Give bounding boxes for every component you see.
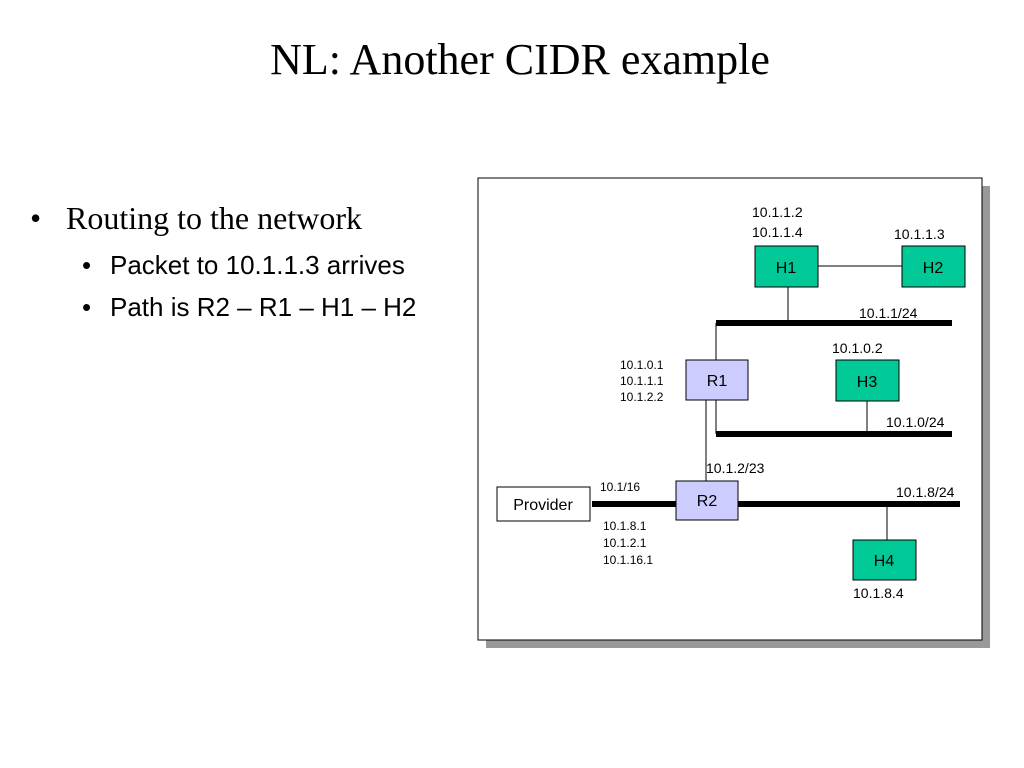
r2-address-2: 10.1.2.1 <box>603 536 647 550</box>
h3-address: 10.1.0.2 <box>832 340 883 356</box>
host-h2: H2 <box>901 245 966 288</box>
net-label-10-1-8: 10.1.8/24 <box>896 484 955 500</box>
host-h4-box <box>852 539 917 581</box>
router-r2-box <box>675 480 739 521</box>
router-r2-label: R2 <box>697 493 718 510</box>
host-h3-box <box>835 359 900 402</box>
provider-box <box>496 486 591 522</box>
sub-bullet-packet: • Packet to 10.1.1.3 arrives <box>82 250 430 280</box>
router-r1: R1 <box>685 359 749 401</box>
host-h1-label: H1 <box>776 260 797 277</box>
provider-label: Provider <box>513 497 573 514</box>
slide-title: NL: Another CIDR example <box>270 35 770 84</box>
host-h2-box <box>901 245 966 288</box>
host-h4-label: H4 <box>874 553 895 570</box>
host-h2-label: H2 <box>923 260 944 277</box>
bullet-dot: • <box>30 200 42 236</box>
host-h1: H1 <box>754 245 819 288</box>
provider-node: Provider <box>496 486 591 522</box>
bullet-routing-text: Routing to the network <box>66 200 362 236</box>
host-h4: H4 <box>852 539 917 581</box>
bullet-routing: • Routing to the network <box>30 198 450 238</box>
sub-bullet-dot: • <box>82 292 92 322</box>
host-h3: H3 <box>835 359 900 402</box>
provider-net-label: 10.1/16 <box>600 480 640 494</box>
h2-address: 10.1.1.3 <box>894 226 945 242</box>
h1-address-2: 10.1.1.4 <box>752 224 803 240</box>
net-label-10-1-0: 10.1.0/24 <box>886 414 945 430</box>
host-h3-label: H3 <box>857 374 878 391</box>
r2-address-1: 10.1.8.1 <box>603 519 647 533</box>
h4-address: 10.1.8.4 <box>853 585 904 601</box>
sub-bullet-path-text: Path is R2 – R1 – H1 – H2 <box>110 292 417 322</box>
net-label-10-1-2: 10.1.2/23 <box>706 460 765 476</box>
h1-address-1: 10.1.1.2 <box>752 204 803 220</box>
sub-bullet-packet-text: Packet to 10.1.1.3 arrives <box>110 250 405 280</box>
router-r2: R2 <box>675 480 739 521</box>
r1-address-1: 10.1.0.1 <box>620 358 664 372</box>
sub-bullet-path: • Path is R2 – R1 – H1 – H2 <box>82 292 430 322</box>
r1-address-3: 10.1.2.2 <box>620 390 664 404</box>
router-r1-box <box>685 359 749 401</box>
net-label-10-1-1: 10.1.1/24 <box>859 305 918 321</box>
r2-address-3: 10.1.16.1 <box>603 553 653 567</box>
r1-address-2: 10.1.1.1 <box>620 374 664 388</box>
host-h1-box <box>754 245 819 288</box>
router-r1-label: R1 <box>707 373 728 390</box>
bullet-list: • Routing to the network • Packet to 10.… <box>30 198 450 322</box>
sub-bullet-dot: • <box>82 250 92 280</box>
